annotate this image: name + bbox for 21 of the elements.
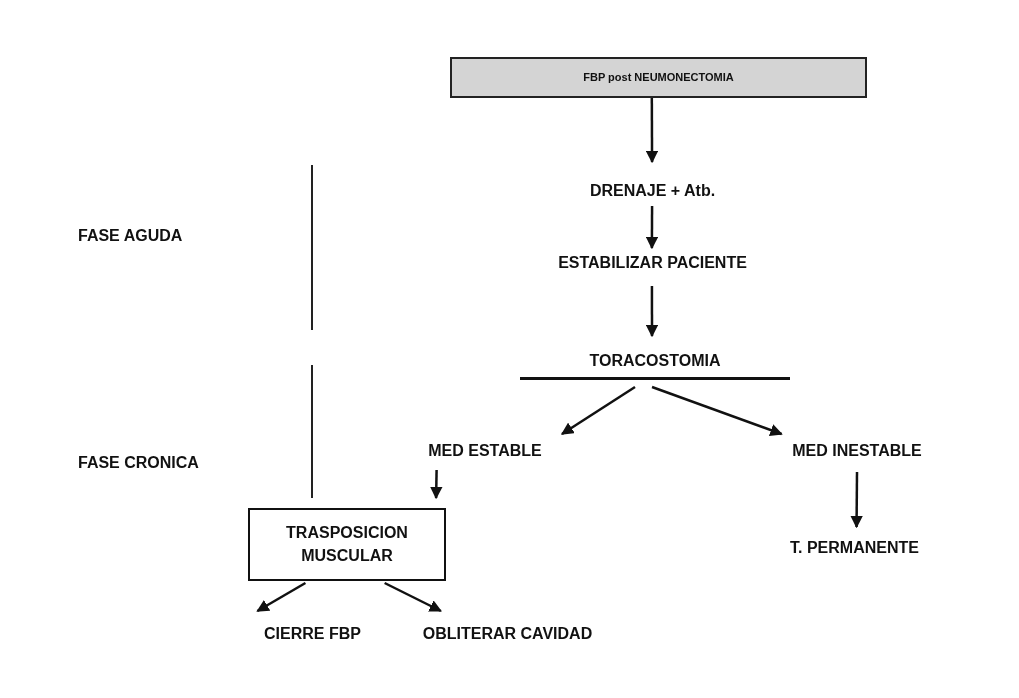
step-text: DRENAJE + Atb. (545, 178, 760, 204)
arrow (645, 206, 659, 250)
phase-label: FASE AGUDA (78, 226, 183, 246)
arrow (256, 581, 307, 613)
step-text: OBLITERAR CAVIDAD (400, 621, 615, 647)
arrow (384, 581, 442, 613)
arrow (850, 472, 863, 529)
step-text: T. PERMANENTE (752, 535, 957, 561)
phase-label: FASE CRONICA (78, 453, 199, 473)
arrow (645, 286, 659, 338)
step-text: ESTABILIZAR PACIENTE (505, 250, 800, 276)
arrow (430, 469, 443, 500)
step-text: MED ESTABLE (375, 438, 595, 464)
process-box: FBP post NEUMONECTOMIA (450, 57, 867, 98)
arrow (560, 385, 636, 436)
arrow (645, 98, 659, 164)
process-box: TRASPOSICION MUSCULAR (248, 508, 446, 581)
arrow (651, 385, 783, 437)
step-text: MED INESTABLE (712, 438, 1002, 464)
step-text: TORACOSTOMIA (520, 344, 790, 380)
step-text: CIERRE FBP (240, 621, 385, 647)
